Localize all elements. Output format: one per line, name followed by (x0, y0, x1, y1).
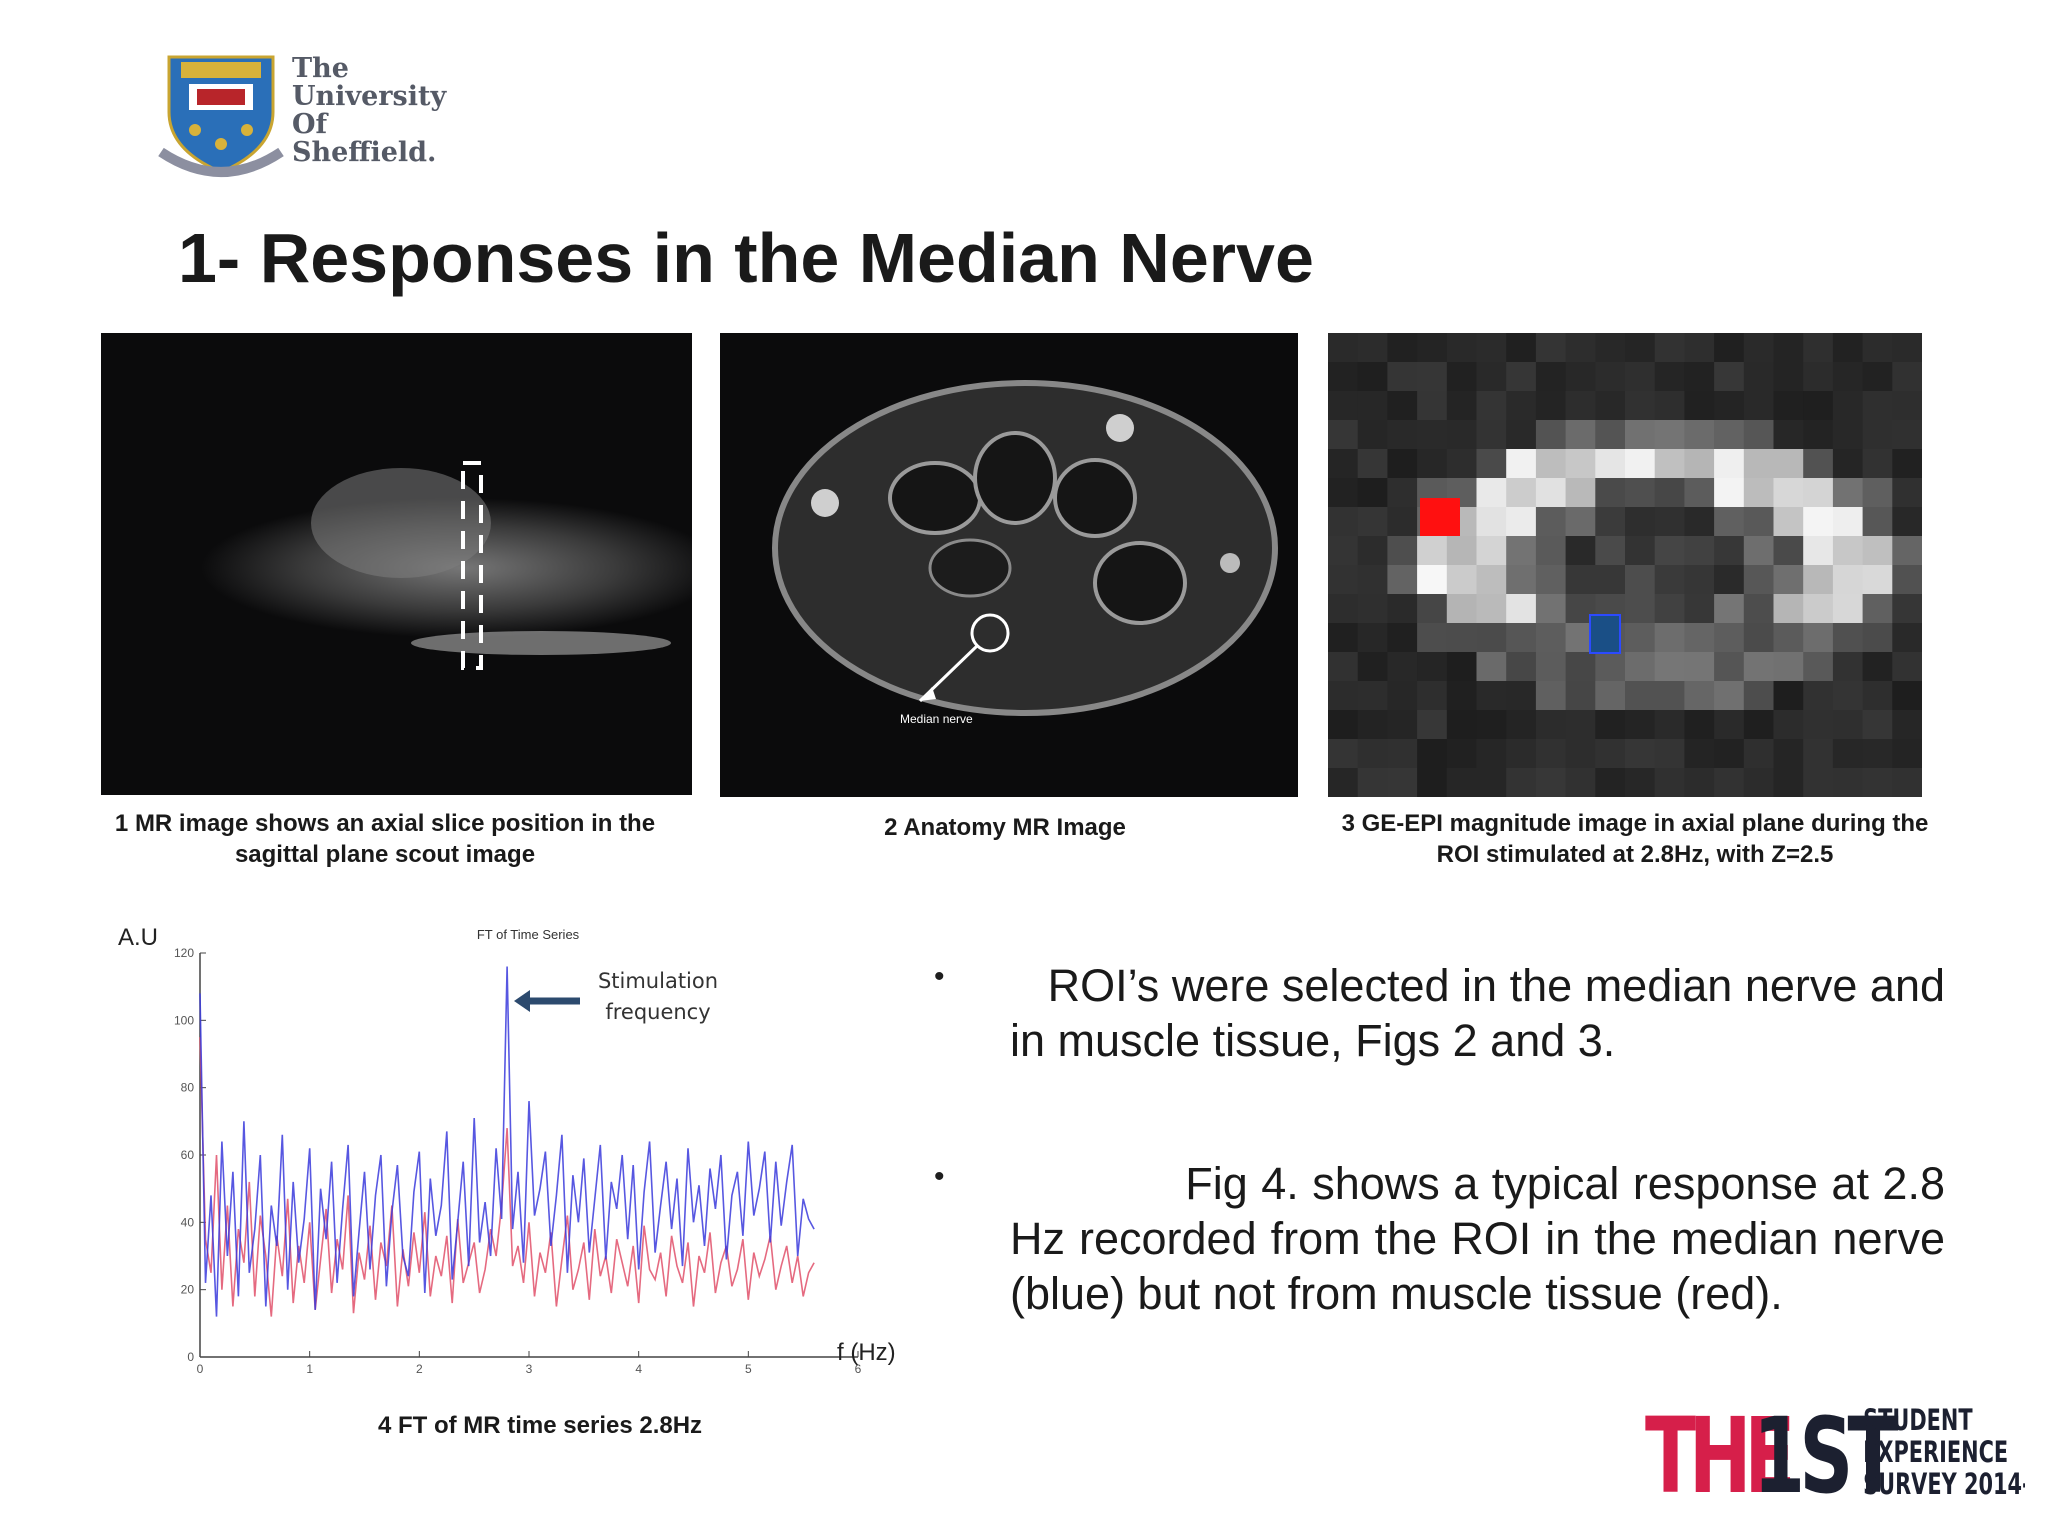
x-tick-label: 6 (855, 1362, 862, 1376)
ge-epi-magnitude-image (1328, 333, 1922, 797)
logo-line: Sheffield. (292, 137, 437, 168)
bullet-marker: • (934, 1160, 945, 1193)
x-axis-label: f (Hz) (837, 1339, 896, 1366)
figure-1-sagittal-scout (101, 333, 692, 795)
badge-the: THE (1645, 1400, 1791, 1500)
y-tick-label: 80 (181, 1081, 195, 1095)
logo-line: Of (292, 109, 328, 140)
figure-3-ge-epi (1328, 333, 1922, 797)
slice-position-marker (461, 461, 483, 670)
x-tick-label: 3 (526, 1362, 533, 1376)
figure-2-anatomy: Median nerve (720, 333, 1298, 797)
roi-nerve-blue (1589, 614, 1621, 654)
sagittal-scout-image (201, 461, 692, 670)
badge-line-2: EXPERIENCE (1863, 1436, 2008, 1469)
bullet-marker: • (934, 960, 945, 993)
y-tick-label: 120 (174, 946, 194, 960)
figure-3-caption: 3 GE-EPI magnitude image in axial plane … (1341, 810, 1929, 868)
university-name: The University Of Sheffield. (292, 55, 446, 167)
logo-line: The (292, 53, 349, 84)
x-tick-label: 1 (306, 1362, 313, 1376)
badge-line-1: STUDENT (1863, 1404, 1973, 1437)
chart-title: FT of Time Series (477, 927, 580, 942)
stimulation-arrow (514, 990, 580, 1012)
x-tick-label: 4 (635, 1362, 642, 1376)
series-line-red (199, 1037, 815, 1317)
roi-muscle-red (1420, 498, 1460, 536)
bullet-text: Fig 4. shows a typical response at 2.8 H… (1010, 1158, 1945, 1319)
y-axis-label: A.U (118, 924, 158, 951)
y-tick-label: 100 (174, 1013, 194, 1027)
bullet-text-2: Fig 4. shows a typical response at 2.8 H… (1010, 1156, 1945, 1321)
logo-line: University (292, 81, 447, 112)
y-tick-label: 20 (181, 1283, 195, 1297)
x-tick-label: 5 (745, 1362, 752, 1376)
figure-4-caption: 4 FT of MR time series 2.8Hz (377, 1412, 703, 1439)
x-tick-label: 2 (416, 1362, 423, 1376)
badge-first: 1ST (1753, 1400, 1899, 1500)
annotation-line-2: frequency (605, 1000, 710, 1024)
bullet-text-1: ROI’s were selected in the median nerve … (1010, 958, 1945, 1068)
badge-line-3: SURVEY 2014-15 (1863, 1468, 2025, 1500)
anatomy-mr-image: Median nerve (772, 380, 1278, 726)
university-logo (158, 55, 284, 177)
median-nerve-label: Median nerve (900, 712, 973, 726)
figure-1-caption: 1 MR image shows an axial slice position… (114, 810, 656, 868)
y-tick-label: 60 (181, 1148, 195, 1162)
figure-2-caption: 2 Anatomy MR Image (884, 814, 1126, 841)
x-tick-label: 0 (197, 1362, 204, 1376)
y-tick-label: 40 (181, 1215, 195, 1229)
y-tick-label: 0 (187, 1350, 194, 1364)
page-title: 1- Responses in the Median Nerve (178, 219, 1314, 297)
median-nerve-marker (970, 613, 1010, 653)
ft-time-series-chart: 0 20 40 60 80 100 120 0 1 2 3 4 5 6 FT of Time Series… (118, 924, 896, 1376)
bullet-text: ROI’s were selected in the median nerve … (1010, 960, 1945, 1066)
annotation-line-1: Stimulation (598, 969, 718, 993)
series-line-blue (199, 966, 815, 1317)
student-experience-survey-badge: THE 1ST STUDENT EXPERIENCE SURVEY 2014-1… (1645, 1400, 2025, 1500)
